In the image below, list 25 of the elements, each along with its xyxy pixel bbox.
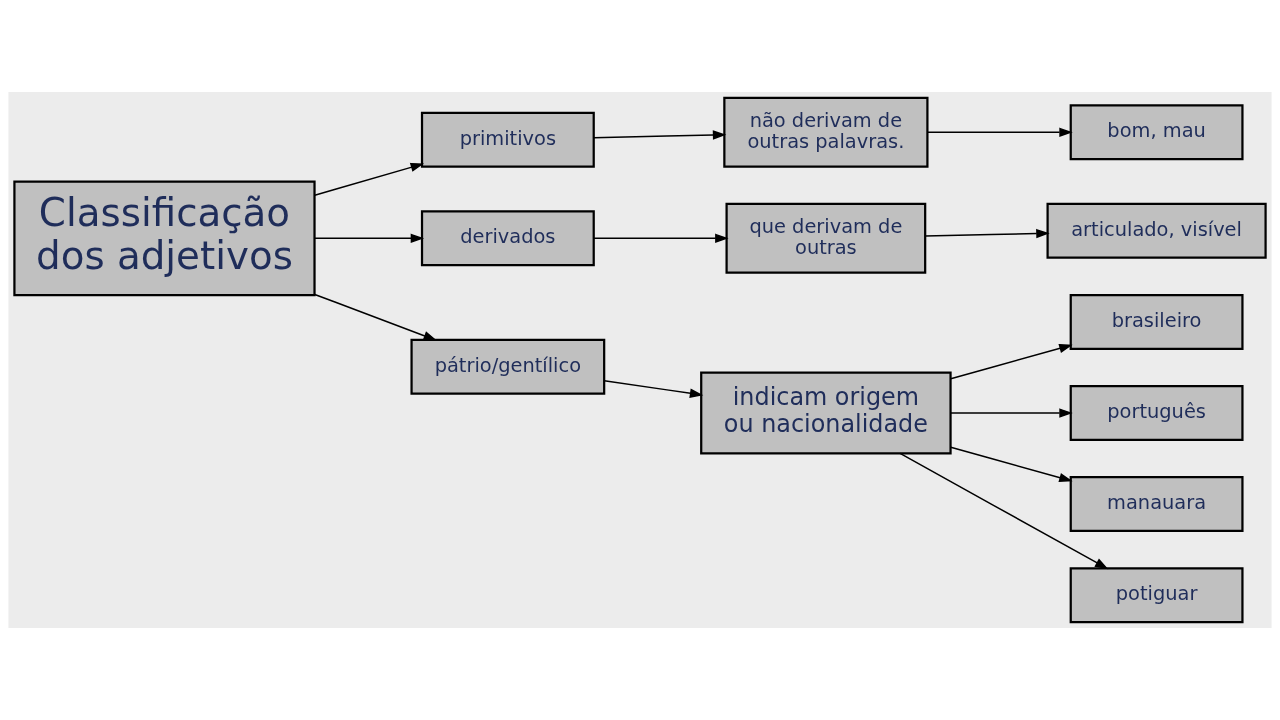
arrow xyxy=(314,162,425,196)
node-box: primitivos xyxy=(420,111,595,168)
arrow xyxy=(593,130,727,140)
node-box: não derivam de outras palavras. xyxy=(723,96,929,168)
node-box: manauara xyxy=(1069,476,1244,533)
arrow xyxy=(593,233,729,244)
node-box: Classificação dos adjetivos xyxy=(13,180,316,297)
node-box: derivados xyxy=(420,210,595,267)
arrow xyxy=(924,228,1050,239)
arrow xyxy=(603,379,704,398)
node-box: potiguar xyxy=(1069,567,1244,624)
node-box: pátrio/gentílico xyxy=(410,338,606,395)
arrow xyxy=(899,452,1109,570)
arrow xyxy=(314,233,425,244)
node-box: brasileiro xyxy=(1069,293,1244,350)
arrow xyxy=(950,408,1073,418)
node-box: articulado, visível xyxy=(1046,202,1267,259)
node-box: português xyxy=(1069,385,1244,441)
arrow xyxy=(926,127,1073,138)
arrow xyxy=(950,343,1073,380)
arrow xyxy=(314,293,437,341)
arrow xyxy=(950,446,1073,483)
node-box: indicam origem ou nacionalidade xyxy=(700,371,952,455)
node-box: que derivam de outras xyxy=(725,202,927,274)
node-box: bom, mau xyxy=(1069,104,1244,161)
